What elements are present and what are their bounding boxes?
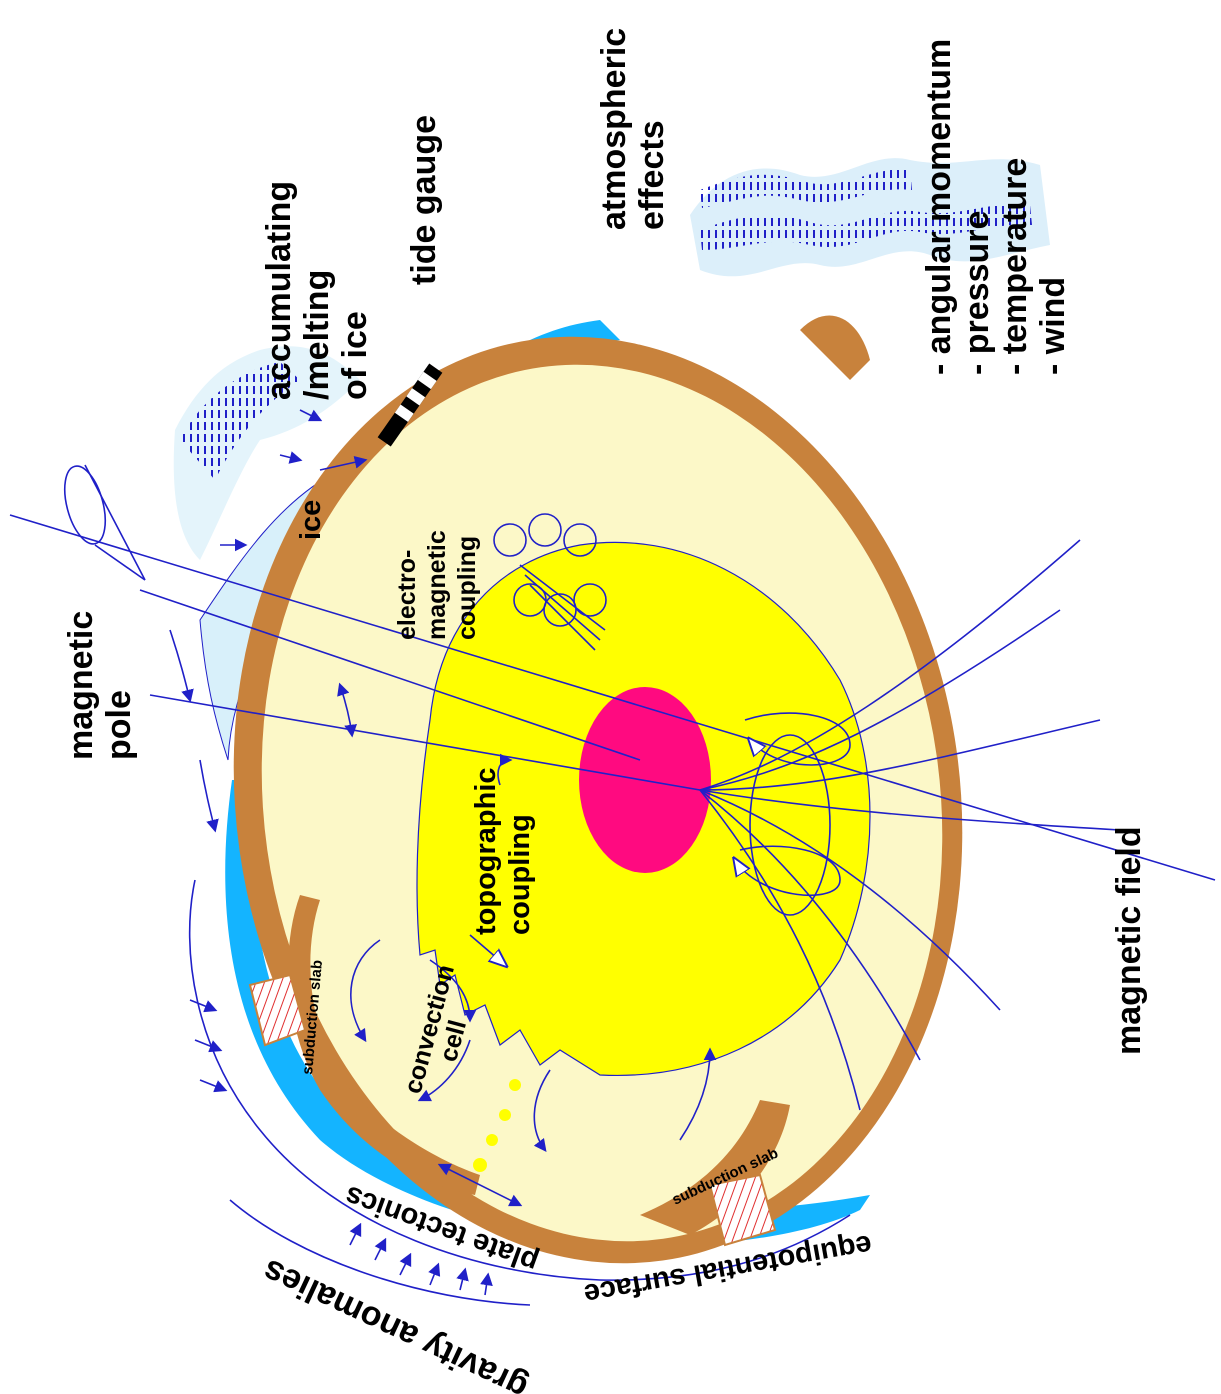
svg-text:- angular momentum: - angular momentum: [920, 39, 958, 375]
label-atmospheric-effects: atmospheric effects: [595, 28, 671, 230]
svg-text:magnetic: magnetic: [423, 530, 451, 640]
label-atmospheric-list: - angular momentum - pressure - temperat…: [920, 39, 1072, 375]
svg-text:gravity anomalies: gravity anomalies: [257, 1251, 533, 1394]
svg-text:pole: pole: [100, 690, 138, 760]
precession-cone: [57, 462, 145, 580]
svg-text:topographic: topographic: [470, 767, 502, 935]
label-accumulating-ice: accumulating /melting of ice: [260, 181, 374, 400]
svg-text:effects: effects: [633, 120, 671, 230]
label-tide-gauge: tide gauge: [405, 115, 443, 285]
svg-text:ice: ice: [295, 500, 327, 540]
svg-text:atmospheric: atmospheric: [595, 28, 633, 230]
svg-text:- temperature: - temperature: [996, 158, 1034, 375]
label-magnetic-field: magnetic field: [1110, 826, 1148, 1055]
svg-text:- wind: - wind: [1034, 277, 1072, 375]
svg-text:tide gauge: tide gauge: [405, 115, 443, 285]
svg-text:coupling: coupling: [504, 814, 536, 935]
svg-text:of ice: of ice: [336, 311, 374, 400]
svg-text:magnetic field: magnetic field: [1110, 826, 1148, 1055]
svg-text:magnetic: magnetic: [62, 611, 100, 760]
svg-text:electro-: electro-: [393, 550, 421, 640]
svg-text:coupling: coupling: [453, 536, 481, 640]
svg-text:- pressure: - pressure: [958, 211, 996, 375]
mountain-ridge: [800, 316, 870, 380]
label-magnetic-pole: magnetic pole: [62, 611, 138, 760]
label-ice: ice: [295, 500, 327, 540]
svg-text:accumulating: accumulating: [260, 181, 298, 400]
label-gravity-anomalies: gravity anomalies: [257, 1251, 533, 1394]
svg-text:/melting: /melting: [298, 270, 336, 400]
